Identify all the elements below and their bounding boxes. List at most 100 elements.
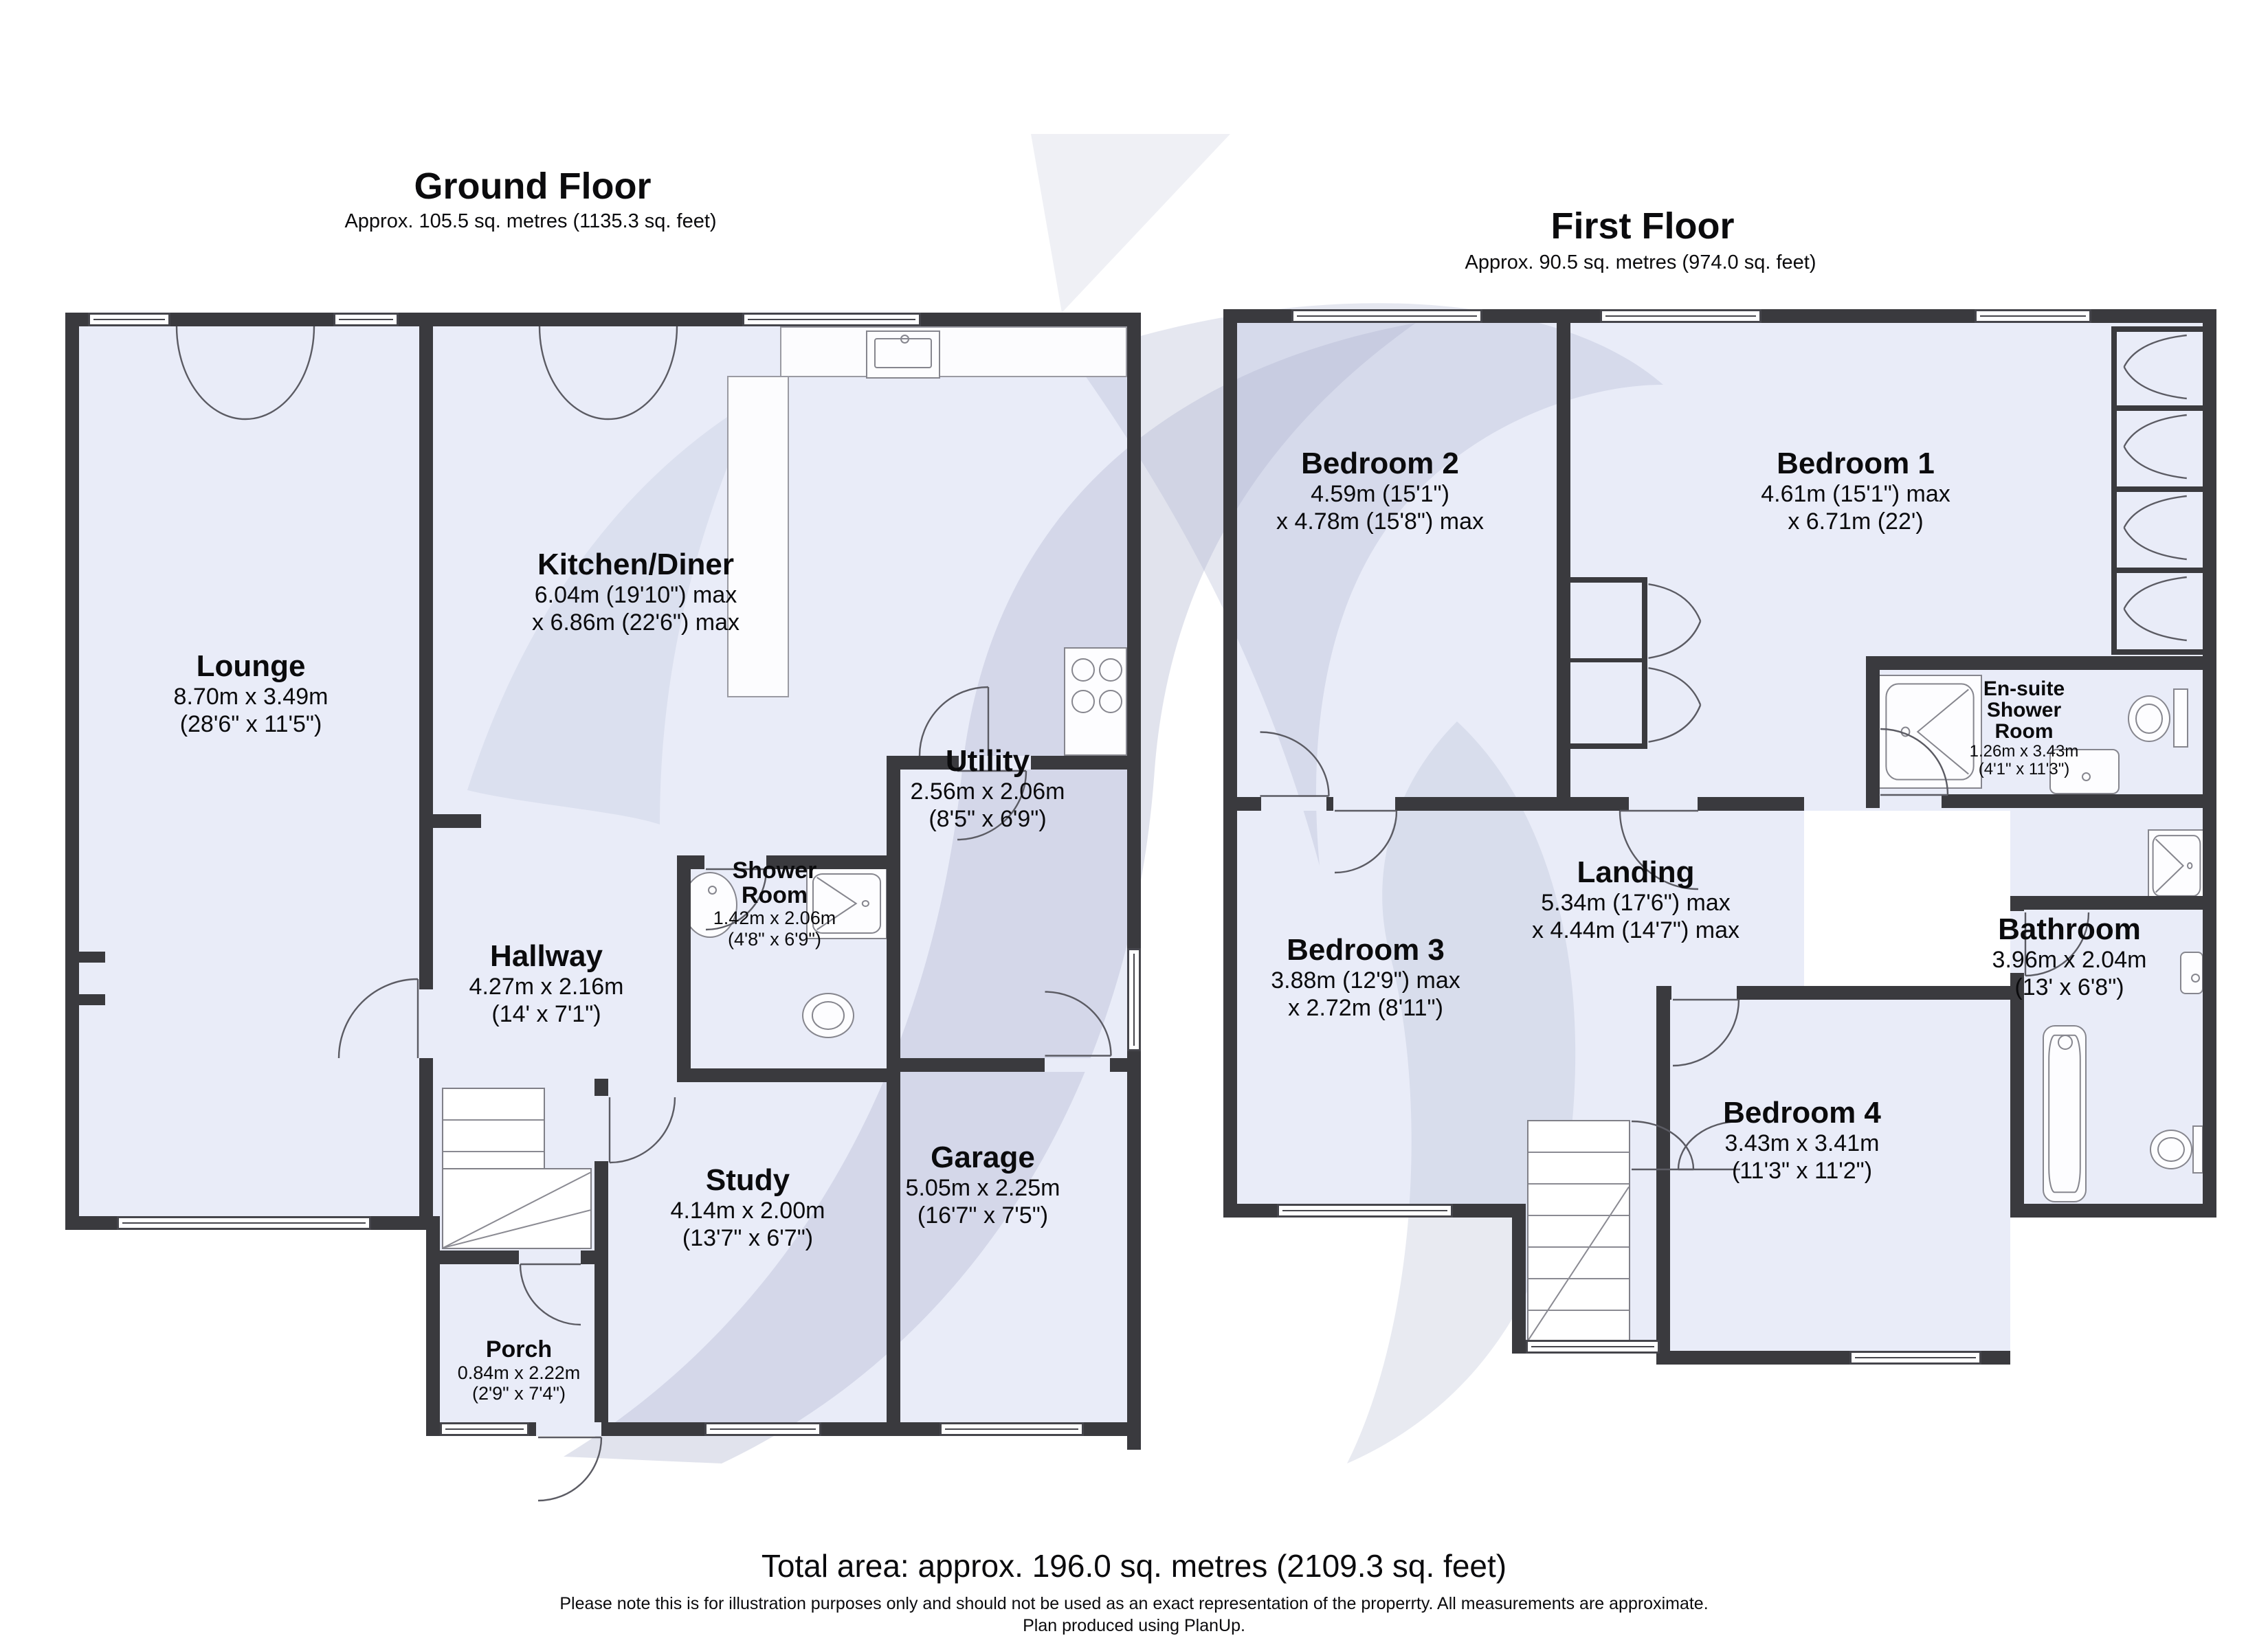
wardrobe xyxy=(2111,568,2203,573)
front-door-arc-icon xyxy=(538,1437,601,1501)
kitchen-counter xyxy=(780,326,1127,377)
wall xyxy=(1656,986,2010,1000)
total-area-text: Total area: approx. 196.0 sq. metres (21… xyxy=(761,1548,1507,1584)
wall xyxy=(1866,670,1880,808)
window xyxy=(333,313,399,326)
shower-tray-icon xyxy=(2148,829,2205,902)
door-opening xyxy=(419,989,433,1058)
fireplace-stub xyxy=(79,952,105,963)
wall xyxy=(1557,309,1570,811)
door-arc-icon xyxy=(920,687,988,756)
window xyxy=(88,313,170,326)
wardrobe-doors-icon xyxy=(2117,493,2190,562)
landing-label: Landing 5.34m (17'6") max x 4.44m (14'7"… xyxy=(1532,855,1739,944)
shower-tray-icon xyxy=(806,868,887,939)
door-arc-icon xyxy=(1260,732,1329,796)
door-opening xyxy=(536,1422,601,1436)
first-floor-plan: Bedroom 2 4.59m (15'1") x 4.78m (15'8") … xyxy=(1223,309,2220,1381)
wardrobe-doors-icon xyxy=(2117,333,2190,401)
window xyxy=(1975,309,2091,323)
toilet-icon xyxy=(2128,695,2170,742)
wall xyxy=(1512,1218,1526,1354)
toilet-icon xyxy=(2150,1130,2192,1169)
closet-doors-icon xyxy=(1646,666,1706,743)
ground-floor-plan: Lounge 8.70m x 3.49m (28'6" x 11'5") Kit… xyxy=(65,313,1141,1522)
door-opening xyxy=(1333,797,1395,811)
staircase-return xyxy=(442,1168,592,1249)
basin-icon xyxy=(2180,952,2203,994)
window xyxy=(1849,1351,1981,1365)
door-opening xyxy=(959,756,1031,770)
wardrobe-doors-icon xyxy=(2117,574,2190,643)
door-opening xyxy=(1629,797,1698,811)
door-opening xyxy=(1880,794,1942,808)
wall xyxy=(426,1250,608,1264)
wall xyxy=(65,313,79,1230)
wall xyxy=(677,1068,900,1082)
kitchen-sink-icon xyxy=(866,330,940,379)
window xyxy=(1526,1340,1660,1354)
wall xyxy=(1866,794,2216,808)
credit-text: Plan produced using PlanUp. xyxy=(1023,1616,1245,1635)
bedroom3-label: Bedroom 3 3.88m (12'9") max x 2.72m (8'1… xyxy=(1271,933,1460,1022)
wall xyxy=(419,313,433,1230)
stove-icon xyxy=(1064,647,1127,756)
wall xyxy=(887,756,900,1436)
bedroom2-label: Bedroom 2 4.59m (15'1") x 4.78m (15'8") … xyxy=(1276,447,1484,535)
room-bedrooms-1-2 xyxy=(1223,309,2216,811)
wall xyxy=(1656,986,1670,1365)
study-label: Study 4.14m x 2.00m (13'7" x 6'7") xyxy=(670,1163,825,1252)
kitchen-label: Kitchen/Diner 6.04m (19'10") max x 6.86m… xyxy=(532,548,740,636)
door-opening xyxy=(1671,986,1737,1000)
door-arc-icon xyxy=(1045,992,1111,1056)
bedroom4-label: Bedroom 4 3.43m x 3.41m (11'3" x 11'2") xyxy=(1723,1096,1881,1185)
door-arc-icon xyxy=(339,979,418,1058)
first-floor-title: First Floor xyxy=(1550,205,1735,247)
basin-icon xyxy=(682,872,737,938)
kitchen-island-counter xyxy=(727,376,789,697)
window xyxy=(1600,309,1761,323)
window xyxy=(1277,1204,1453,1218)
window xyxy=(1291,309,1482,323)
door-arc-icon xyxy=(1620,811,1698,889)
ensuite-label: En-suite Shower Room 1.26m x 3.43m (4'1"… xyxy=(1969,677,2079,778)
bay-door-arc-icon xyxy=(245,326,314,419)
wall xyxy=(426,1216,440,1436)
bay-door-arc-icon xyxy=(540,326,608,419)
door-opening xyxy=(519,1250,581,1264)
window xyxy=(742,313,921,326)
first-floor-area: Approx. 90.5 sq. metres (974.0 sq. feet) xyxy=(1465,251,1816,273)
disclaimer-text: Please note this is for illustration pur… xyxy=(559,1594,1709,1613)
door-arc-icon xyxy=(2025,912,2089,976)
door-arc-icon xyxy=(1335,811,1397,873)
cupboard-door-arc-icon xyxy=(1678,1121,1740,1169)
wall xyxy=(1127,313,1141,1450)
cistern-icon xyxy=(2192,1125,2203,1174)
door-arc-icon xyxy=(706,869,766,930)
cistern-icon xyxy=(2173,688,2188,748)
door-opening xyxy=(594,1096,608,1161)
closet xyxy=(1570,743,1647,749)
door-arc-icon xyxy=(520,1264,581,1325)
room-lounge xyxy=(65,313,433,1230)
wardrobe xyxy=(2111,649,2203,655)
fireplace-stub xyxy=(79,994,105,1005)
door-opening xyxy=(1045,1058,1110,1072)
window xyxy=(117,1216,371,1230)
closet xyxy=(1570,658,1647,662)
wall xyxy=(2010,1204,2216,1218)
porch-label: Porch 0.84m x 2.22m (2'9" x 7'4") xyxy=(457,1336,581,1404)
door-arc-icon xyxy=(610,1097,675,1163)
shower-room-label: Shower Room 1.42m x 2.06m (4'8" x 6'9") xyxy=(713,857,836,950)
wardrobe xyxy=(2111,405,2203,411)
ground-floor-title: Ground Floor xyxy=(414,166,652,207)
window xyxy=(704,1422,821,1436)
bay-door-arc-icon xyxy=(608,326,677,419)
wall xyxy=(2010,896,2024,1218)
wall xyxy=(1866,656,2216,670)
wardrobe xyxy=(2111,326,2203,332)
bay-door-arc-icon xyxy=(177,326,245,419)
door-opening xyxy=(1261,797,1326,811)
window xyxy=(940,1422,1084,1436)
utility-label: Utility 2.56m x 2.06m (8'5" x 6'9") xyxy=(910,744,1065,833)
